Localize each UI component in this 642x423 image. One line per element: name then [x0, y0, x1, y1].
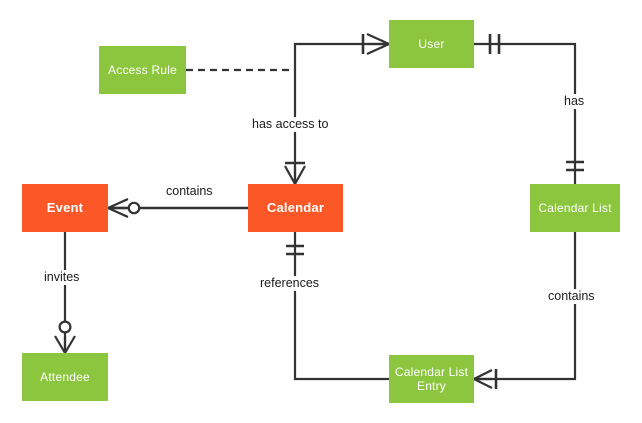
marker-zero-or-many-attendee-top	[54, 320, 76, 354]
marker-exactly-one-user-right	[488, 34, 501, 54]
entity-calendar-list-entry[interactable]: Calendar List Entry	[389, 355, 474, 403]
entity-event[interactable]: Event	[22, 184, 108, 232]
entity-calendar[interactable]: Calendar	[248, 184, 343, 232]
edge-label-has-access-to: has access to	[249, 117, 332, 132]
entity-calendar-list[interactable]: Calendar List	[530, 184, 620, 232]
entity-calendar-list-entry-label-line2: Entry	[416, 379, 446, 393]
edge-label-contains-list-entry: contains	[545, 289, 598, 304]
connector-contains-list-entry	[473, 232, 577, 389]
edge-label-references: references	[257, 276, 323, 291]
entity-attendee[interactable]: Attendee	[22, 353, 108, 401]
marker-exactly-one-calendar-bottom	[286, 244, 304, 256]
edge-label-has: has	[561, 94, 588, 109]
marker-one-and-many-user-left	[361, 32, 390, 56]
entity-calendar-list-entry-label-line1: Calendar List	[394, 365, 469, 379]
edge-label-references-text: references	[260, 276, 320, 290]
entity-calendar-list-label: Calendar List	[538, 201, 612, 215]
edge-label-has-text: has	[564, 94, 585, 108]
entity-user-label: User	[418, 37, 445, 51]
edge-label-has-access-to-text: has access to	[252, 117, 329, 131]
edge-label-contains-list-entry-text: contains	[548, 289, 595, 303]
marker-one-and-many-cle-right	[473, 369, 498, 389]
connector-contains-event-calendar	[107, 197, 248, 219]
edge-label-contains-event-calendar-text: contains	[166, 184, 213, 198]
marker-exactly-one-calendar-list-top	[566, 160, 584, 172]
entity-access-rule[interactable]: Access Rule	[99, 46, 186, 94]
connector-has-access-to	[284, 32, 390, 185]
connector-references	[286, 232, 389, 381]
entity-access-rule-label: Access Rule	[108, 63, 177, 77]
edge-label-invites: invites	[41, 270, 83, 285]
connector-invites	[54, 232, 76, 354]
entity-calendar-label: Calendar	[266, 200, 325, 215]
connector-has	[474, 34, 584, 184]
entity-attendee-label: Attendee	[40, 370, 90, 384]
entity-user[interactable]: User	[389, 20, 474, 68]
entity-event-label: Event	[46, 200, 84, 215]
marker-zero-or-many-event-right	[107, 197, 141, 219]
marker-one-and-many-calendar-top	[284, 161, 306, 185]
edge-label-contains-event-calendar: contains	[163, 184, 216, 199]
edge-label-invites-text: invites	[44, 270, 80, 284]
